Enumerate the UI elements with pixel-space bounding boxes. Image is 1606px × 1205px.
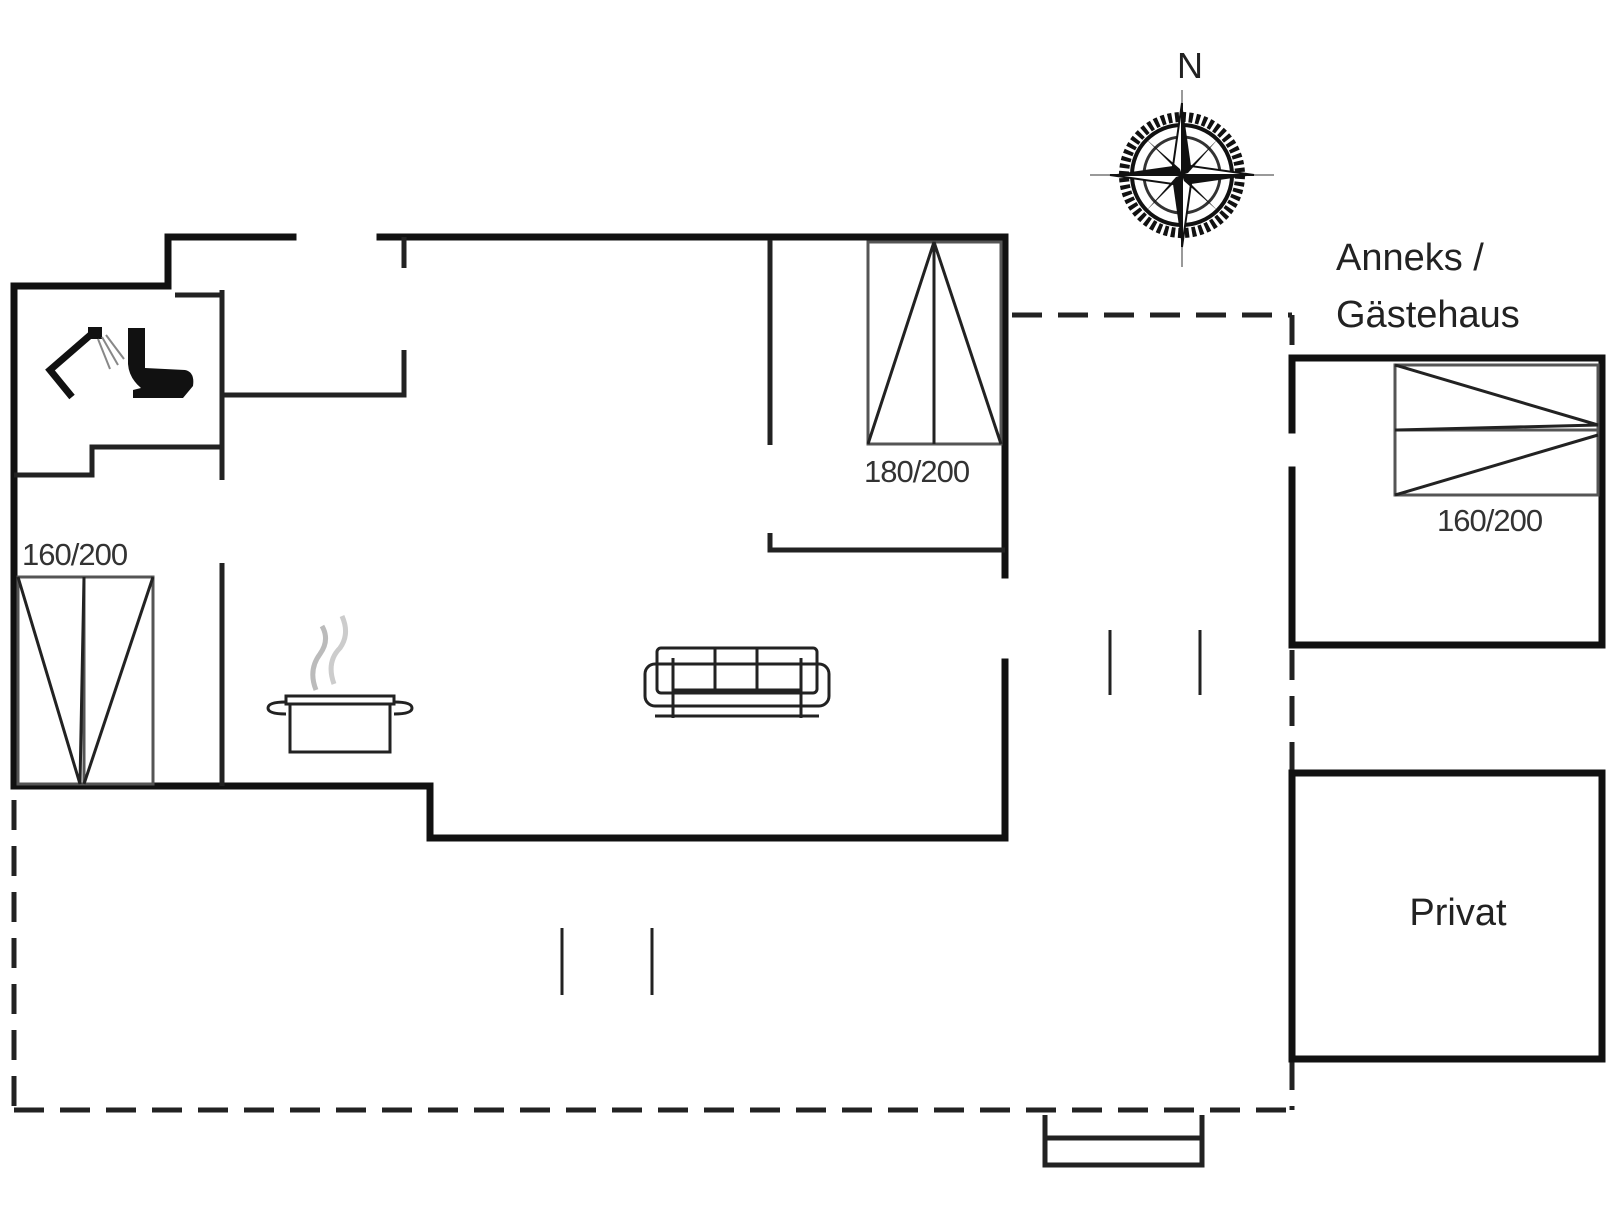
annex-label-line1: Anneks / [1336,237,1484,279]
wall-top-right [376,233,1009,579]
private-room-label: Privat [1409,892,1507,934]
annex-walls [1288,354,1606,1063]
bed-annex-pillow-bottom [1394,433,1599,497]
cooking-pot-icon [266,614,414,754]
bed-left-pillow-right [82,576,155,785]
shower-icon [45,327,125,400]
terrace-outline [11,312,1295,1113]
sofa-icon [643,646,831,718]
entrance-steps [1042,1115,1205,1168]
wall-entry-inner [222,350,407,398]
bed-top-center-pillow-left [866,241,936,445]
wall-bedroom-top-bottom [767,533,1005,553]
annex-room-top [1288,354,1606,649]
wall-bath-bottom [14,444,222,478]
bed-left-size-label: 160/200 [22,537,128,572]
annex-label-line2: Gästehaus [1336,294,1520,336]
compass-north-label: N [1177,45,1203,86]
bed-left-pillow-left [16,576,86,785]
toilet-icon [128,328,194,398]
bed-top-center [866,240,1003,446]
private-room-walls [1288,769,1606,1063]
bed-annex-size-label: 160/200 [1437,503,1543,538]
bed-left [16,575,155,786]
bed-annex [1393,363,1600,497]
wall-left-outer [10,282,1009,842]
door-markers [560,630,1202,995]
compass-rose-icon [1090,90,1274,267]
bed-annex-pillow-top [1394,363,1599,432]
main-house-walls [10,233,1009,842]
bed-top-center-pillow-right [932,241,1003,445]
wall-top-left [164,233,297,290]
bed-top-center-size-label: 180/200 [864,454,970,489]
